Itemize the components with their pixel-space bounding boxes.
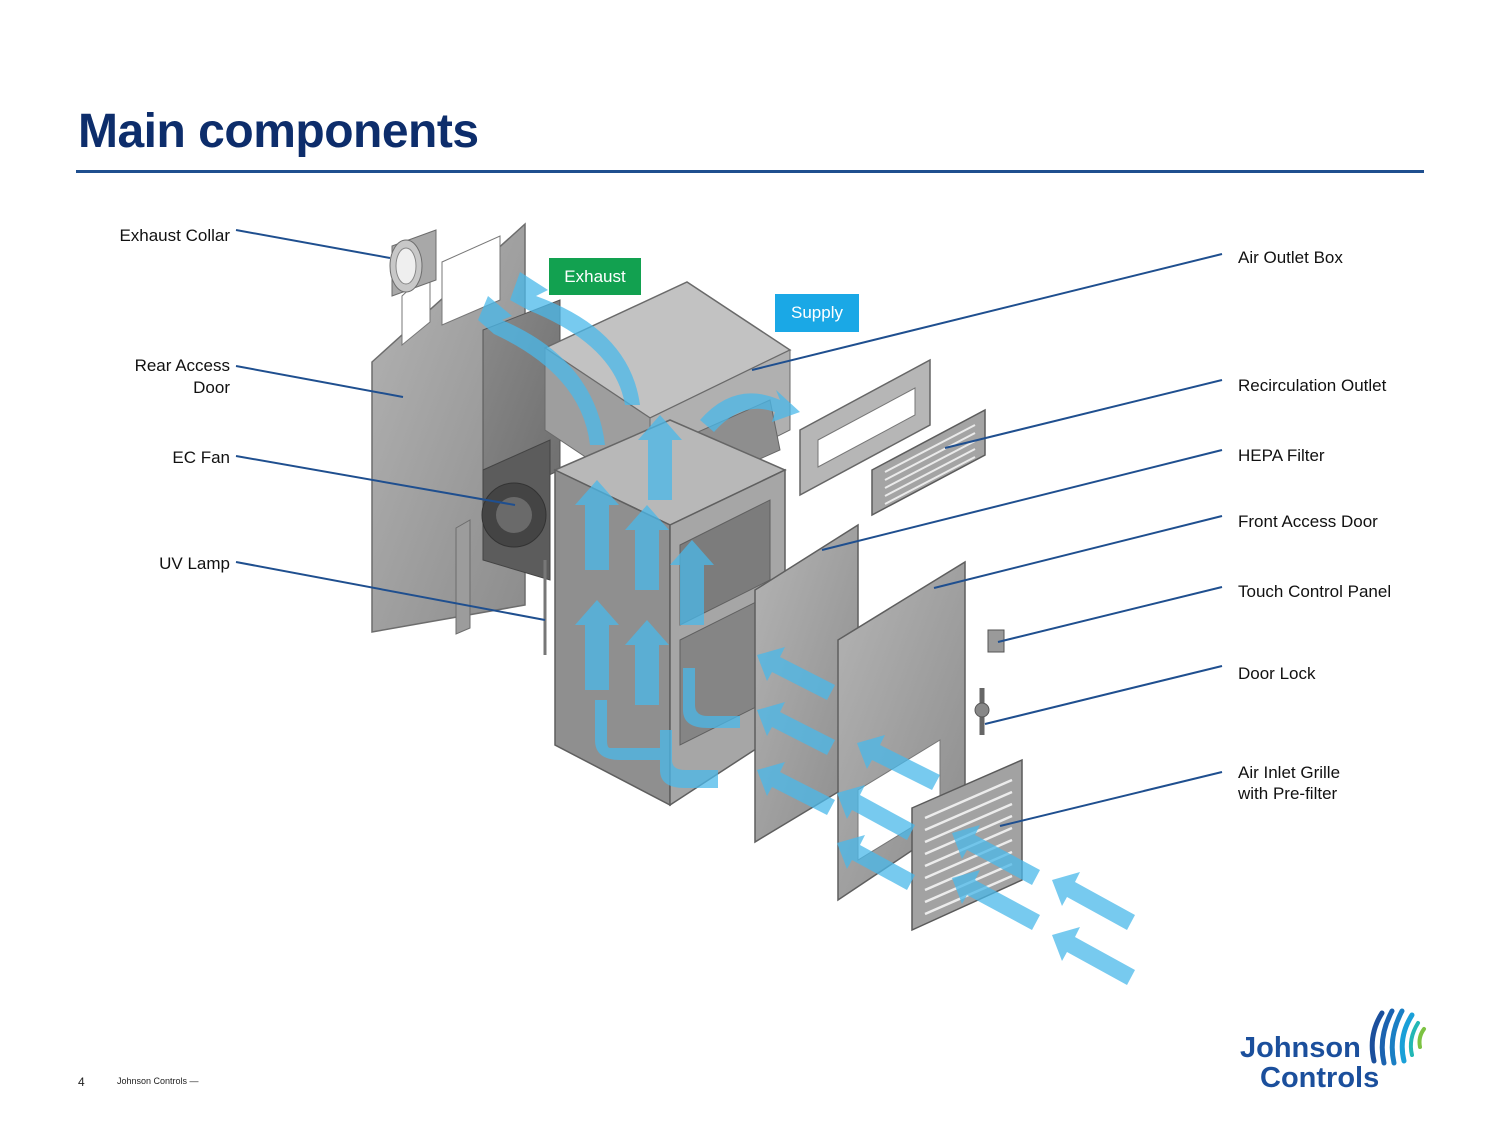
up-arrow xyxy=(575,600,619,690)
label-air-outlet-box: Air Outlet Box xyxy=(1238,248,1343,267)
hepa-filter-part xyxy=(871,408,986,517)
label-air-inlet-grille-line2: with Pre-filter xyxy=(1238,784,1338,803)
company-logo: Johnson Controls xyxy=(1240,1005,1430,1100)
inlet-arrow xyxy=(837,785,915,840)
inlet-arrow xyxy=(1052,872,1135,930)
label-door-lock: Door Lock xyxy=(1238,664,1316,683)
leader-door-lock xyxy=(984,665,1223,725)
exhaust-collar-part xyxy=(389,229,437,297)
leader-rear-access-door xyxy=(235,365,404,398)
exhaust-arrow xyxy=(510,272,640,405)
leader-ec-fan xyxy=(235,455,516,506)
page-title: Main components xyxy=(78,105,479,158)
label-air-inlet-grille-line1: Air Inlet Grille xyxy=(1238,763,1341,782)
leader-uv-lamp xyxy=(235,561,546,621)
exhaust-arrow xyxy=(478,296,605,445)
label-uv-lamp: UV Lamp xyxy=(159,554,230,573)
logo-text-line1: Johnson xyxy=(1240,1032,1361,1064)
leader-exhaust-collar xyxy=(235,229,391,259)
label-recirculation-outlet: Recirculation Outlet xyxy=(1238,376,1387,395)
label-front-access-door: Front Access Door xyxy=(1238,512,1378,531)
inlet-arrow xyxy=(1052,927,1135,985)
up-arrow xyxy=(625,620,669,705)
logo-text-line2: Controls xyxy=(1260,1062,1380,1094)
leader-recirculation-outlet xyxy=(944,379,1223,449)
leader-air-outlet-box xyxy=(751,253,1223,371)
leader-front-access-door xyxy=(933,515,1223,589)
label-exhaust-collar: Exhaust Collar xyxy=(119,226,230,245)
label-hepa-filter: HEPA Filter xyxy=(1238,446,1325,465)
curved-arrow xyxy=(683,668,740,728)
leader-touch-control-panel xyxy=(997,586,1223,643)
curved-arrow xyxy=(595,700,660,760)
title-underline xyxy=(76,170,1424,173)
recirculation-outlet-part xyxy=(799,358,931,497)
inlet-arrow xyxy=(837,835,915,890)
leader-hepa-filter xyxy=(821,449,1223,551)
inlet-arrow xyxy=(857,735,940,790)
leader-air-inlet-grille xyxy=(999,771,1223,827)
up-arrow xyxy=(670,540,714,625)
curved-arrow xyxy=(660,730,718,788)
supply-arrow xyxy=(700,390,800,432)
footer-company: Johnson Controls — xyxy=(117,1076,199,1086)
label-ec-fan: EC Fan xyxy=(172,448,230,467)
label-rear-access-door-line2: Door xyxy=(193,378,230,397)
leader-lines xyxy=(235,229,1223,827)
label-touch-control-panel: Touch Control Panel xyxy=(1238,582,1392,601)
inlet-arrow xyxy=(757,647,835,700)
supply-tag: Supply xyxy=(775,294,859,332)
door-lock-part xyxy=(974,688,990,735)
inlet-arrow xyxy=(952,870,1040,930)
inlet-arrow xyxy=(757,762,835,815)
up-arrow xyxy=(638,415,682,500)
label-rear-access-door-line1: Rear Access xyxy=(134,356,230,375)
exhaust-tag: Exhaust xyxy=(549,258,641,295)
up-arrow xyxy=(625,505,669,590)
airflow-arrows xyxy=(478,272,1135,985)
logo-mark-icon xyxy=(1369,1008,1426,1066)
inlet-arrow xyxy=(952,825,1040,885)
inlet-arrow xyxy=(757,702,835,755)
up-arrow xyxy=(575,480,619,570)
page-number: 4 xyxy=(78,1075,85,1089)
